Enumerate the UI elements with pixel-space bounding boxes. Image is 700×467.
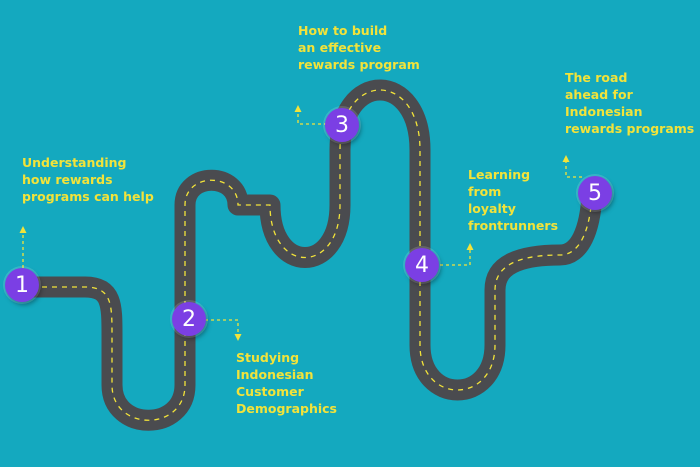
milestone-3-marker: 3 [325, 108, 359, 142]
road-center-line [22, 89, 593, 421]
milestone-3-label: How to build an effective rewards progra… [298, 23, 420, 72]
arrowhead-2 [234, 334, 242, 341]
milestone-4-label: Learning from loyalty frontrunners [468, 167, 559, 233]
arrowhead-3 [294, 105, 302, 112]
milestone-4-marker: 4 [405, 248, 439, 282]
arrowhead-4 [466, 243, 474, 250]
milestone-2-marker: 2 [172, 302, 206, 336]
milestone-2-label: Studying Indonesian Customer Demographic… [236, 350, 337, 416]
milestone-5-marker: 5 [578, 176, 612, 210]
connector-4 [440, 250, 471, 266]
connector-3 [297, 112, 327, 125]
arrowhead-1 [19, 226, 27, 233]
milestone-5-label: The road ahead for Indonesian rewards pr… [565, 70, 695, 136]
connector-2 [205, 319, 239, 334]
arrowhead-5 [562, 155, 570, 162]
milestone-1-marker: 1 [5, 268, 39, 302]
milestone-1-label: Understanding how rewards programs can h… [22, 155, 154, 204]
connector-5 [565, 162, 582, 178]
